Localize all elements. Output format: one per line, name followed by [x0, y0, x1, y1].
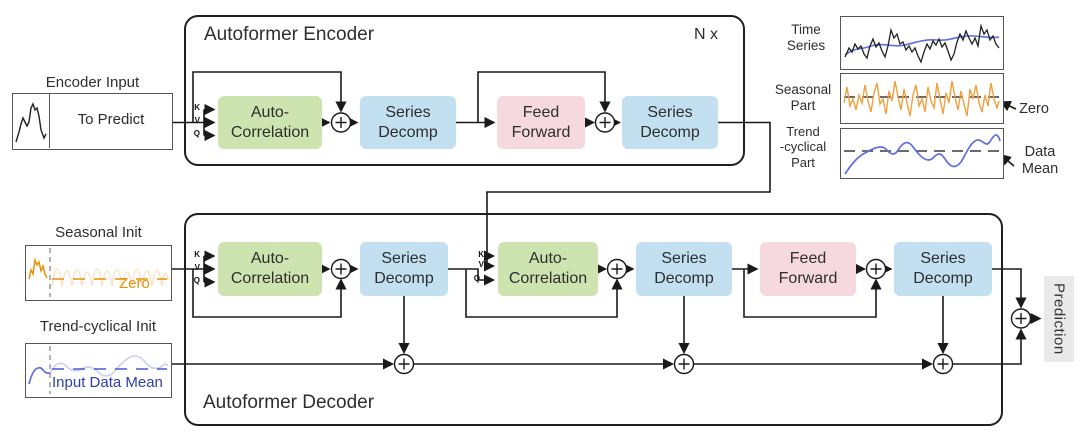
- sum-node: [606, 258, 628, 280]
- trend-part-plot: [840, 128, 1004, 179]
- key-label: K: [194, 250, 200, 259]
- encoder-input-sketch: [15, 94, 50, 148]
- time-series-plot: [840, 16, 1004, 70]
- seasonal-part-label: Seasonal Part: [774, 82, 832, 113]
- trend-init-mean-text: Input Data Mean: [52, 374, 163, 391]
- encoder-repeat-count: N x: [694, 26, 718, 43]
- query-label: Q: [473, 274, 480, 283]
- sum-node: [594, 112, 616, 133]
- query-label: Q: [193, 276, 200, 285]
- encoder-box: [184, 15, 745, 166]
- decoder-box: [184, 213, 1003, 426]
- sum-node: [330, 258, 352, 280]
- time-series-label: Time Series: [786, 22, 826, 53]
- decoder-title: Autoformer Decoder: [203, 392, 375, 413]
- key-label: K: [478, 250, 484, 259]
- encoder-input-box: To Predict: [12, 93, 173, 150]
- trend-part-label: Trend -cyclical Part: [779, 124, 827, 170]
- trend-init-label: Trend-cyclical Init: [39, 318, 157, 335]
- decoder-auto-correlation-block-2: Auto-Correlation: [498, 242, 598, 296]
- seasonal-init-box: Zero: [25, 245, 172, 301]
- encoder-input-label: Encoder Input: [45, 74, 140, 91]
- data-mean-annotation: Data Mean: [1021, 144, 1059, 177]
- sum-node: [393, 353, 415, 375]
- sum-node: [673, 353, 695, 375]
- seasonal-part-plot: [840, 73, 1004, 124]
- query-label: Q: [193, 129, 200, 138]
- value-label: V: [478, 260, 484, 269]
- encoder-auto-correlation-block: Auto-Correlation: [218, 96, 322, 149]
- sum-node: [1010, 308, 1032, 329]
- key-label: K: [194, 103, 200, 112]
- prediction-output: Prediction: [1044, 276, 1074, 362]
- encoder-title: Autoformer Encoder: [204, 24, 375, 45]
- encoder-input-value: To Predict: [77, 111, 145, 128]
- decoder-auto-correlation-block-1: Auto-Correlation: [218, 242, 322, 296]
- sum-nodes: [330, 112, 1032, 375]
- sum-node: [865, 258, 887, 280]
- sum-node: [932, 353, 954, 375]
- value-label: V: [194, 263, 200, 272]
- seasonal-init-zero-text: Zero: [119, 275, 150, 292]
- seasonal-init-label: Seasonal Init: [55, 224, 142, 241]
- trend-init-box: Input Data Mean: [25, 343, 172, 398]
- sum-node: [330, 112, 352, 133]
- value-label: V: [194, 116, 200, 125]
- zero-annotation: Zero: [1019, 101, 1049, 117]
